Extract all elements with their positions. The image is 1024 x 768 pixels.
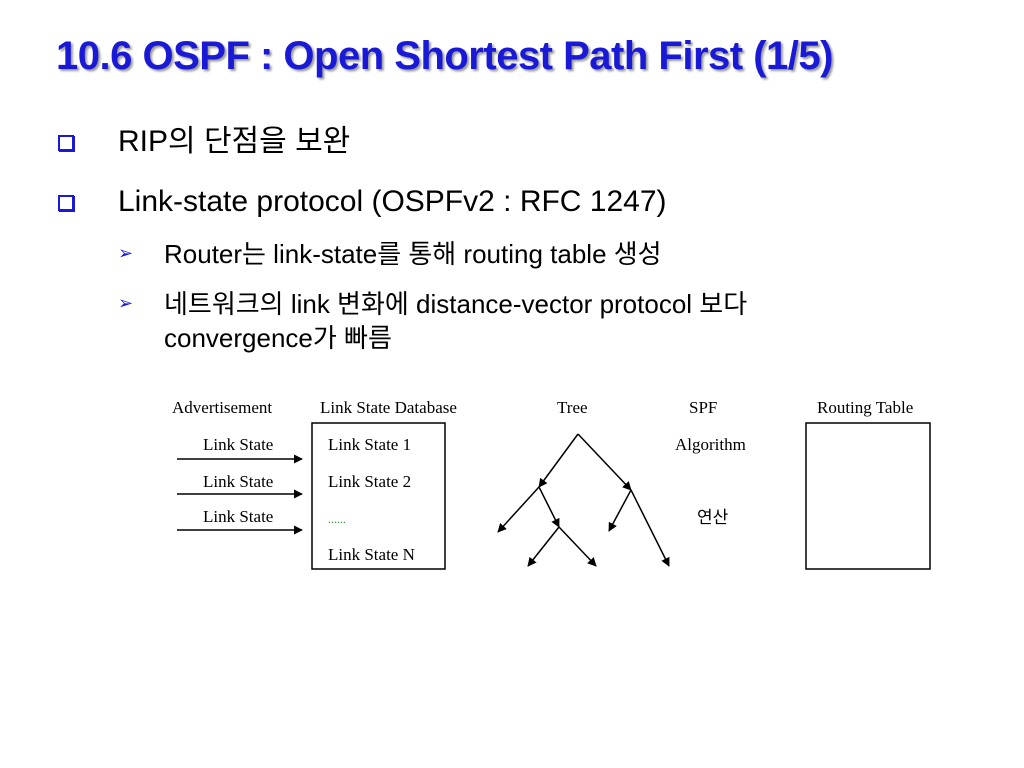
- square-bullet-icon: [58, 135, 74, 151]
- slide-title: 10.6 OSPF : Open Shortest Path First (1/…: [56, 34, 833, 78]
- database-entry: Link State 2: [328, 472, 411, 491]
- sub-bullet-text: Router는 link-state를 통해 routing table 생성: [164, 239, 662, 269]
- spf-tree: [497, 433, 670, 567]
- routing-table-header: Routing Table: [817, 398, 913, 417]
- advertisement-label: Link State: [203, 507, 273, 526]
- database-ellipsis: ......: [328, 512, 346, 526]
- link-state-database-box: [311, 422, 446, 570]
- advertisement-header: Advertisement: [172, 398, 272, 417]
- spf-algorithm-label: Algorithm: [675, 435, 746, 454]
- database-entry: Link State N: [328, 545, 415, 564]
- arrow-bullet-icon: ➢: [118, 293, 134, 314]
- square-bullet-icon: [58, 195, 74, 211]
- tree-header: Tree: [557, 398, 588, 417]
- sub-bullet-text: convergence가 빠름: [164, 323, 392, 353]
- bullet-text: Link-state protocol (OSPFv2 : RFC 1247): [118, 185, 667, 218]
- advertisement-label: Link State: [203, 472, 273, 491]
- spf-header: SPF: [689, 398, 717, 417]
- routing-table-box: [805, 422, 931, 570]
- spf-operation-label: 연산: [697, 508, 729, 527]
- sub-bullet-text: 네트워크의 link 변화에 distance-vector protocol …: [164, 289, 748, 319]
- bullet-text: RIP의 단점을 보완: [118, 125, 351, 158]
- database-entry: Link State 1: [328, 435, 411, 454]
- advertisement-label: Link State: [203, 435, 273, 454]
- arrow-bullet-icon: ➢: [118, 243, 134, 264]
- database-header: Link State Database: [320, 398, 457, 417]
